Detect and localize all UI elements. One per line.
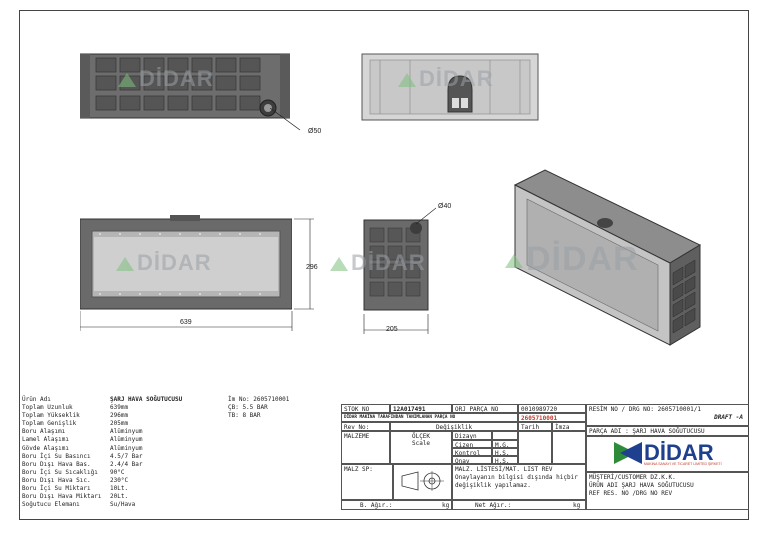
rev-no-label: Rev No: [341, 422, 390, 431]
logo-cell [586, 436, 749, 472]
stok-no: 12A017491 [390, 404, 452, 413]
degisiklik-label: Değişiklik [390, 422, 518, 431]
tarih-label: Tarih [518, 422, 552, 431]
end-view [361, 53, 539, 121]
isometric-view [513, 169, 702, 346]
didar-note: DİDAR MAKİNA TARAFINDAN TANIMLANAN PARÇA… [341, 413, 518, 422]
dizayn-value [492, 431, 518, 440]
dim-lines-front [80, 218, 314, 331]
blank-cell-2 [552, 431, 586, 464]
watermark: DİDAR [116, 250, 212, 276]
side-view [363, 219, 429, 311]
stok-no-label: STOK NO [341, 404, 390, 413]
blank-cell-1 [518, 431, 552, 464]
revision-note: MALZ. LİSTESİ/MAT. LIST REV Onaylayanın … [452, 464, 586, 500]
dizayn-label: Dizayn [452, 431, 492, 440]
cizen-label: Çizen [452, 440, 492, 448]
dim-leader-d50 [270, 108, 301, 131]
dim-lines-side [363, 207, 437, 334]
watermark: DİDAR [330, 250, 426, 276]
dim-d40: Ø40 [438, 203, 452, 210]
net-agir-cell: Net Ağır.:kg [452, 500, 586, 510]
cizen-value: M.G. [492, 440, 518, 448]
logo-subtitle: MAKİNA SANAYİ VE TİCARET LİMİTED ŞİRKETİ [644, 462, 722, 466]
malzeme-label: MALZEME [341, 431, 390, 464]
spec-list-2: İm No: 2605710001 ÇB: 5.5 BAR TB: 8 BAR [228, 396, 290, 420]
dim-205: 205 [386, 326, 398, 333]
org-parca: 0010989720 [518, 404, 586, 413]
org-parca-label: ORJ PARÇA NO [452, 404, 518, 413]
onay-value: H.Ş. [492, 456, 518, 464]
kontrol-label: Kontrol [452, 448, 492, 456]
dim-639: 639 [180, 319, 192, 326]
imza-label: İmza [552, 422, 586, 431]
watermark: DİDAR [398, 66, 494, 92]
parca-adi: PARÇA ADI : ŞARJ HAVA SOĞUTUCUSU [586, 426, 749, 436]
didar-logo: DİDAR MAKİNA SANAYİ VE TİCARET LİMİTED Ş… [614, 440, 724, 468]
kontrol-value: H.Ş. [492, 448, 518, 456]
b-agir-cell: B. Ağır.:kg [341, 500, 452, 510]
projection-symbol [393, 464, 452, 500]
watermark: DİDAR [505, 240, 639, 279]
onay-label: Onay [452, 456, 492, 464]
logo-mark [620, 442, 642, 464]
dim-d50: Ø50 [308, 128, 322, 135]
drawing-sheet [19, 10, 749, 520]
logo-name: DİDAR [644, 440, 714, 465]
malz-sp-label: MALZ SP: [341, 464, 393, 500]
watermark: DİDAR [118, 66, 214, 92]
top-view [80, 53, 290, 119]
dim-296: 296 [306, 264, 318, 271]
customer-cell: MÜŞTERİ/CUSTOMER DZ.K.K.ÜRÜN ADI ŞARJ HA… [586, 472, 749, 510]
didar-parca-no: 2605710001 [518, 413, 586, 422]
